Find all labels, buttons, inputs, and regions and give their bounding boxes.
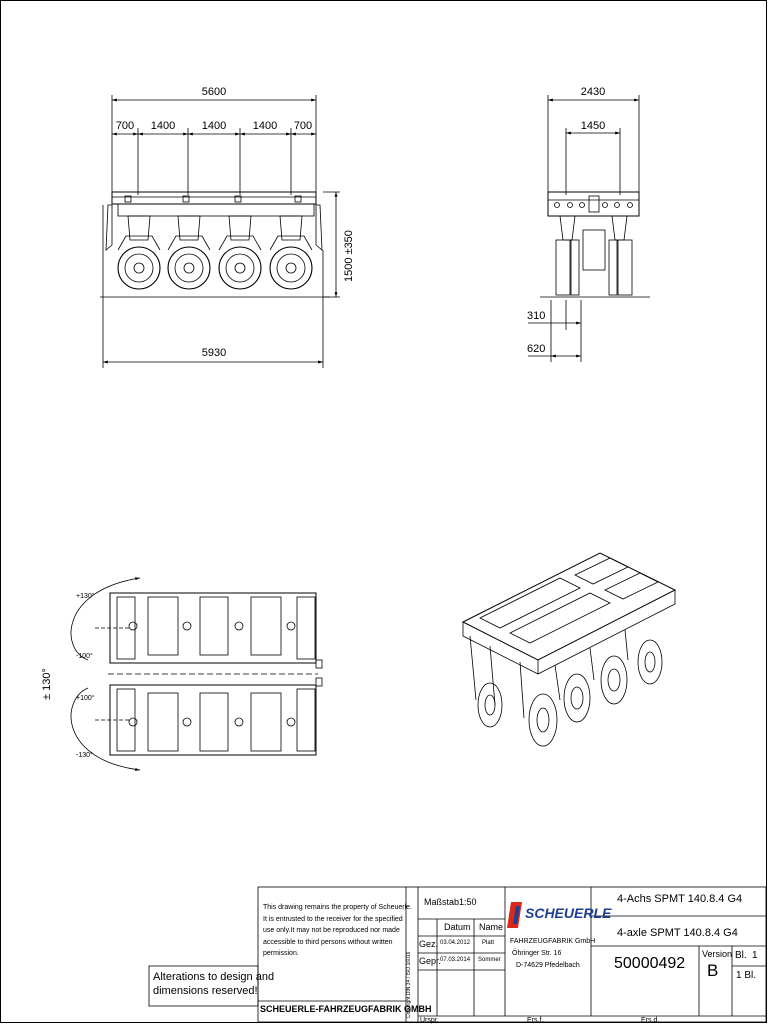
sheet-value: 1 (752, 950, 758, 961)
top-view-labels: +130° -100° +100° -130° ± 130° (41, 592, 95, 759)
angle-minus-100: -100° (76, 652, 93, 660)
dim-seg-4: 1400 (253, 120, 277, 132)
address-line: Öhringer Str. 16 (512, 950, 562, 957)
isometric-view (461, 552, 677, 747)
top-view (70, 577, 323, 771)
ersf-label: Ers.f. (527, 1017, 544, 1024)
dim-length-label: 5930 (202, 347, 226, 359)
side-view (100, 95, 340, 368)
dim-620-label: 620 (527, 343, 545, 355)
ersd-label: Ers.d. (641, 1017, 660, 1024)
company-address: FAHRZEUGFABRIK GmbH Öhringer Str. 16 D-7… (510, 936, 595, 972)
dim-height-label: 1500 ±350 (343, 230, 355, 282)
version-label: Version (702, 949, 733, 959)
company-name-bold: SCHEUERLE-FAHRZEUGFABRIK GMBH (260, 1004, 432, 1014)
gepr-label: Gepr. (419, 956, 442, 966)
gepr-name: Sommer (478, 957, 501, 963)
drawing-number: 50000492 (614, 955, 686, 972)
title-english: 4-axle SPMT 140.8.4 G4 (617, 927, 738, 939)
dim-seg-5: 700 (294, 120, 312, 132)
name-header: Name (479, 922, 504, 932)
address-line: FAHRZEUGFABRIK GmbH (510, 938, 596, 945)
notice-line: accessible to third persons without writ… (263, 938, 393, 946)
steer-range-label: ± 130° (41, 668, 53, 700)
notice-line: use only.It may not be reproduced nor ma… (263, 927, 400, 934)
scale-label: Maßstab (424, 897, 460, 907)
side-view-labels: 5600 700 1400 1400 1400 700 5930 1500 ±3… (116, 86, 355, 359)
dim-overall-label: 5600 (202, 86, 226, 98)
copyright-note: Copyright DIN 34 / ISO 16016 (406, 951, 412, 1018)
front-view (528, 95, 650, 362)
scheuerle-logo (507, 902, 522, 928)
dim-seg-1: 700 (116, 120, 134, 132)
gez-label: Gez. (419, 939, 439, 949)
datum-header: Datum (444, 922, 471, 932)
dim-310-label: 310 (527, 310, 545, 322)
scale-value: 1:50 (459, 897, 477, 907)
dim-seg-3: 1400 (202, 120, 226, 132)
sheet-label: Bl. (735, 950, 747, 961)
dim-track-label: 1450 (581, 120, 605, 132)
title-block-frame (148, 886, 767, 1023)
gez-date: 03.04.2012 (440, 940, 471, 946)
alterations-note: Alterations to design and dimensions res… (153, 970, 274, 998)
version-value: B (707, 961, 719, 980)
dim-width-label: 2430 (581, 86, 605, 98)
logo-text: SCHEUERLE (525, 905, 612, 921)
property-notice: This drawing remains the property of Sch… (263, 902, 412, 960)
angle-plus-130: +130° (76, 592, 95, 600)
title-german: 4-Achs SPMT 140.8.4 G4 (617, 893, 743, 905)
notice-line: permission. (263, 950, 299, 957)
notice-line: It is entrusted to the receiver for the … (263, 915, 403, 923)
angle-plus-100: +100° (76, 694, 95, 702)
alterations-line: dimensions reserved! (153, 985, 258, 997)
sheet-total: 1 Bl. (736, 970, 757, 981)
urspr-label: Urspr. (420, 1017, 439, 1024)
gepr-date: 07.03.2014 (440, 957, 471, 963)
address-line: D-74629 Pfedelbach (516, 962, 580, 969)
dim-seg-2: 1400 (151, 120, 175, 132)
notice-line: This drawing remains the property of Sch… (263, 904, 413, 911)
front-view-labels: 2430 1450 310 620 (527, 86, 605, 355)
alterations-line: Alterations to design and (153, 971, 275, 983)
angle-minus-130: -130° (76, 751, 93, 759)
gez-name: Platt (482, 940, 495, 946)
